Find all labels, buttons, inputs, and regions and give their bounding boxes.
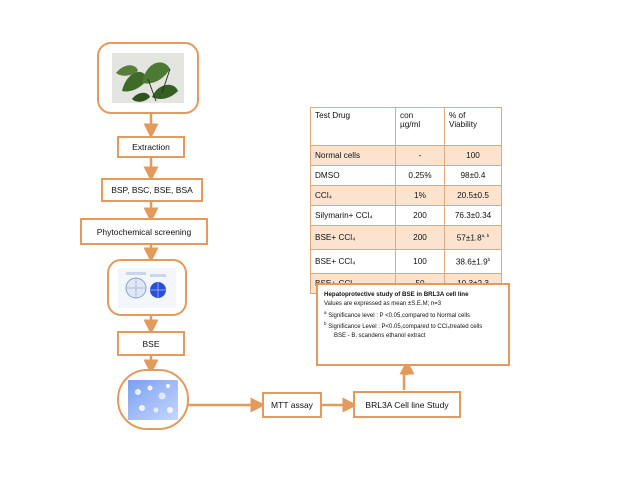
table-footnote-box: Hepatoprotective study of BSE in BRL3A c… (316, 283, 510, 366)
table-header-row: Test Drug con µg/ml % of Viability (310, 107, 502, 146)
extraction-label: Extraction (132, 142, 170, 152)
footnote-line4: BSE - B. scandens ethanol extract (334, 333, 426, 340)
arrow-cellline-note (399, 359, 415, 390)
footnote-line1: Values are expressed as mean ±S.E.M; n=3 (324, 300, 442, 307)
header-viability: % of Viability (444, 107, 502, 146)
row-drug: Silymarin+ CCl₄ (310, 205, 396, 226)
table-row: BSE+ CCl₄ 200 57±1.8a, b (310, 225, 502, 250)
row-con: - (395, 145, 445, 166)
table-row: Silymarin+ CCl₄ 200 76.3±0.34 (310, 205, 502, 226)
row-drug: BSE+ CCl₄ (310, 225, 396, 250)
fractions-label: BSP, BSC, BSE, BSA (111, 185, 193, 195)
plant-leaves-image (112, 53, 184, 103)
header-con-line1: con (400, 111, 414, 120)
cells-image-box (117, 369, 189, 430)
header-via-line2: Viability (449, 120, 478, 129)
row-con: 200 (395, 205, 445, 226)
row-drug: CCl₄ (310, 185, 396, 206)
bse-box: BSE (117, 331, 185, 356)
row-via: 57±1.8 (456, 233, 482, 243)
header-via-line1: % of (449, 111, 466, 120)
footnote-line2-wrap: a Significance level : P <0.05,compared … (324, 309, 502, 321)
row-drug: Normal cells (310, 145, 396, 166)
row-via-cell: 38.6±1.9b (444, 249, 502, 274)
screening-box: Phytochemical screening (80, 218, 208, 245)
row-con: 200 (395, 225, 445, 250)
row-via: 20.5±0.5 (444, 185, 502, 206)
tlc-image (118, 267, 176, 308)
table-row: DMSO 0.25% 98±0.4 (310, 165, 502, 186)
screening-label: Phytochemical screening (96, 226, 192, 237)
header-con-line2: µg/ml (400, 120, 421, 129)
row-via: 100 (444, 145, 502, 166)
row-via-sup: b (487, 256, 491, 262)
footnote-line3: Significance Level : P<0.05,compared to … (328, 324, 483, 331)
row-con: 100 (395, 249, 445, 274)
cells-image (128, 379, 178, 420)
footnote-title: Hepatoprotective study of BSE in BRL3A c… (324, 291, 469, 298)
tlc-image-box (107, 259, 187, 316)
bse-label: BSE (142, 338, 160, 349)
row-con: 1% (395, 185, 445, 206)
footnote-line3-wrap: b Significance Level : P<0.05,compared t… (324, 320, 502, 332)
table-row: Normal cells - 100 (310, 145, 502, 166)
footnote-b-sup: b (324, 321, 327, 327)
footnote-a-sup: a (324, 309, 327, 315)
row-via-cell: 57±1.8a, b (444, 225, 502, 250)
fractions-box: BSP, BSC, BSE, BSA (101, 178, 203, 202)
row-via: 38.6±1.9 (455, 257, 488, 267)
row-via-sup: a, b (481, 232, 490, 238)
table-row: CCl₄ 1% 20.5±0.5 (310, 185, 502, 206)
plant-image-box (97, 42, 199, 114)
mtt-box: MTT assay (262, 392, 322, 418)
row-via: 98±0.4 (444, 165, 502, 186)
extraction-box: Extraction (117, 136, 185, 158)
table-row: BSE+ CCl₄ 100 38.6±1.9b (310, 249, 502, 274)
row-via: 76.3±0.34 (444, 205, 502, 226)
cellline-label: BRL3A Cell line Study (365, 399, 449, 410)
mtt-label: MTT assay (271, 400, 313, 410)
viability-table: Test Drug con µg/ml % of Viability Norma… (310, 107, 502, 294)
header-drug: Test Drug (310, 107, 396, 146)
cellline-box: BRL3A Cell line Study (353, 391, 461, 418)
row-drug: BSE+ CCl₄ (310, 249, 396, 274)
header-concentration: con µg/ml (395, 107, 445, 146)
row-drug: DMSO (310, 165, 396, 186)
footnote-line2: Significance level : P <0.05,compared to… (328, 312, 470, 319)
row-con: 0.25% (395, 165, 445, 186)
